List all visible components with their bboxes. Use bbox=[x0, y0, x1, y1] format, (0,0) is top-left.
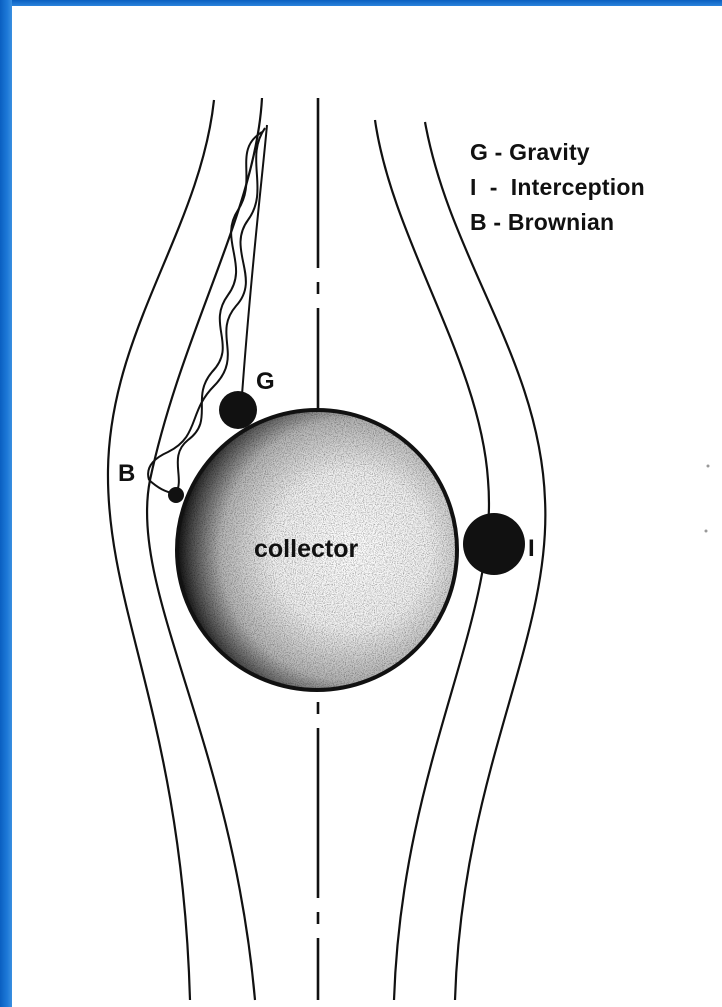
collector-label: collector bbox=[254, 535, 358, 563]
brownian-particle bbox=[168, 487, 184, 503]
scan-speck bbox=[707, 465, 710, 468]
brownian-label: B bbox=[118, 460, 135, 487]
legend-gravity: G - Gravity bbox=[470, 139, 590, 165]
gravity-particle bbox=[219, 391, 257, 429]
legend-interception: I - Interception bbox=[470, 174, 645, 200]
legend: G - Gravity I - Interception B - Brownia… bbox=[470, 139, 645, 235]
gravity-label: G bbox=[256, 368, 275, 395]
scan-speck bbox=[705, 530, 708, 533]
legend-brownian: B - Brownian bbox=[470, 209, 614, 235]
interception-label: I bbox=[528, 535, 535, 562]
interception-particle bbox=[463, 513, 525, 575]
